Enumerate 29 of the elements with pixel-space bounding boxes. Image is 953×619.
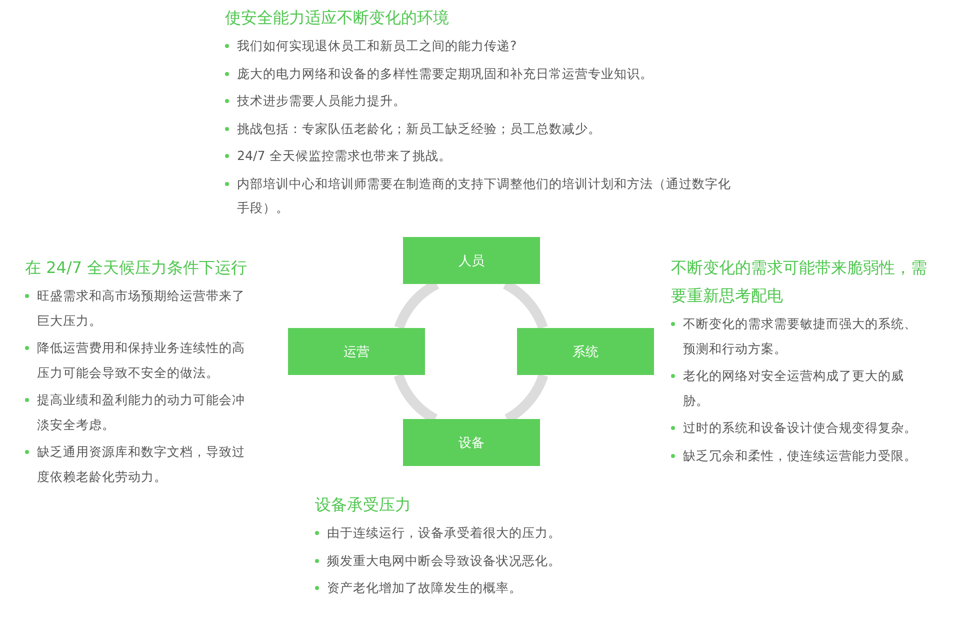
section-heading: 不断变化的需求可能带来脆弱性，需要重新思考配电 (671, 257, 928, 307)
node-label: 系统 (572, 344, 598, 360)
node-label: 运营 (344, 344, 370, 360)
process-box (517, 328, 654, 375)
bullet-text: 缺乏冗余和柔性，使连续运营能力受限。 (683, 448, 917, 462)
bullet-text: 提高业绩和盈利能力的动力可能会冲淡安全考虑。 (37, 392, 245, 432)
bullet-text: 庞大的电力网络和设备的多样性需要定期巩固和补充日常运营专业知识。 (237, 66, 653, 80)
bullet-text: 我们如何实现退休员工和新员工之间的能力传递? (237, 38, 517, 53)
bullet-text: 24/7 全天候监控需求也带来了挑战。 (237, 148, 452, 163)
section-heading: 在 24/7 全天候压力条件下运行 (25, 257, 247, 279)
bullet-text: 不断变化的需求需要敏捷而强大的系统、预测和行动方案。 (683, 316, 917, 356)
process-box (288, 328, 425, 375)
bullet-text: 旺盛需求和高市场预期给运营带来了巨大压力。 (37, 288, 245, 328)
node-label: 设备 (458, 434, 484, 452)
bullet-text: 老化的网络对安全运营构成了更大的威胁。 (683, 368, 904, 408)
node-label: 人员 (458, 252, 484, 270)
bullet-text: 降低运营费用和保持业务连续性的高压力可能会导致不安全的做法。 (37, 340, 245, 380)
section-heading: 使安全能力适应不断变化的环境 (225, 7, 450, 29)
bullet-text: 过时的系统和设备设计使合规变得复杂。 (683, 420, 917, 435)
bullet-text: 缺乏通用资源库和数字文档，导致过度依赖老龄化劳动力。 (37, 444, 245, 484)
bullet-text: 频发重大电网中断会导致设备状况恶化。 (327, 552, 561, 568)
bullet-text: 内部培训中心和培训师需要在制造商的支持下调整他们的培训计划和方法（通过数字化手段）。 (237, 176, 731, 215)
bullet-text: 技术进步需要人员能力提升。 (237, 93, 406, 108)
bullet-text: 挑战包括：专家队伍老龄化；新员工缺乏经验；员工总数减少。 (237, 120, 601, 136)
process-box (403, 237, 540, 284)
process-box (403, 419, 540, 466)
section-heading: 设备承受压力 (315, 494, 412, 516)
bullet-text: 由于连续运行，设备承受着很大的压力。 (327, 525, 561, 540)
bullet-text: 资产老化增加了故障发生的概率。 (327, 580, 522, 595)
